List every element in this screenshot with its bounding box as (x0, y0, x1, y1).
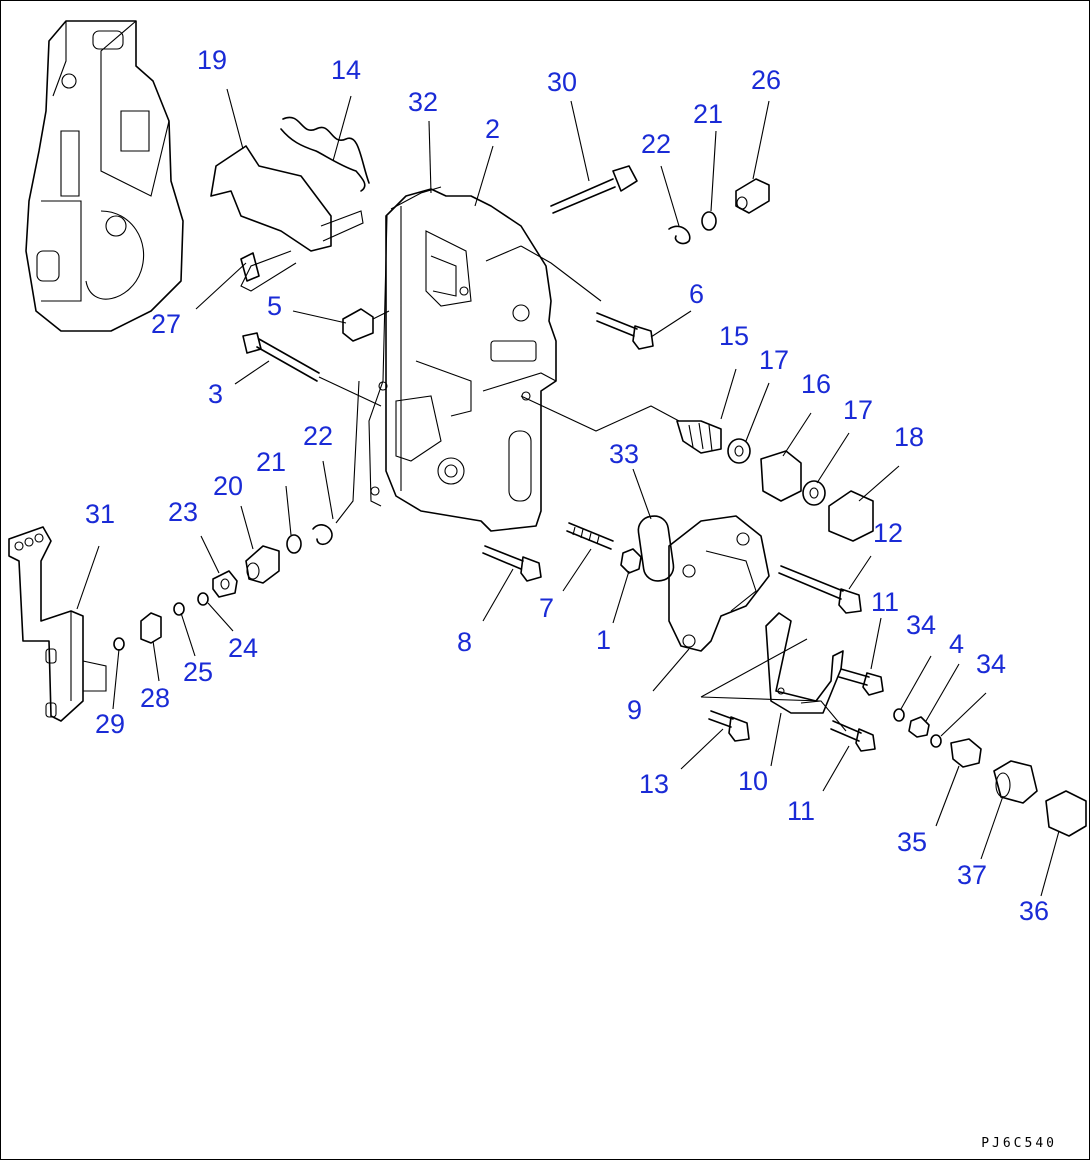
lever-31 (8, 526, 107, 722)
callout-25: 25 (183, 657, 214, 687)
washer-25 (173, 602, 185, 616)
callout-22-top: 22 (641, 129, 672, 159)
nut-1 (620, 548, 642, 574)
washer-34-a (893, 708, 905, 722)
callout-29: 29 (95, 709, 126, 739)
bracket-9 (668, 515, 770, 652)
spring-14 (280, 116, 370, 192)
washer-17-b-hole (809, 487, 819, 499)
callout-15: 15 (719, 321, 750, 351)
nut-16 (760, 450, 802, 502)
bolt-3 (242, 332, 382, 407)
fitting-35 (950, 738, 982, 768)
callout-35: 35 (897, 827, 928, 857)
bolt-12 (778, 565, 862, 614)
nut-23 (212, 570, 238, 598)
snap-ring-22-left (312, 524, 333, 546)
callout-27: 27 (151, 309, 182, 339)
lever-19 (210, 145, 364, 292)
adjusting-screw-15 (676, 420, 722, 454)
callout-33: 33 (609, 439, 640, 469)
drawing-code: PJ6C540 (981, 1136, 1057, 1151)
callout-19: 19 (197, 45, 228, 75)
bolt-11-lower (830, 720, 876, 752)
bolt-30 (550, 165, 638, 214)
callout-17-a: 17 (759, 345, 790, 375)
plate-10 (765, 612, 844, 714)
callout-4: 4 (949, 629, 965, 659)
washer-34-b (930, 734, 942, 748)
bolt-5 (342, 308, 390, 342)
callout-21-left: 21 (256, 447, 287, 477)
callout-22-left: 22 (303, 421, 334, 451)
callout-17-b: 17 (843, 395, 874, 425)
governor-housing (25, 20, 184, 332)
callout-5: 5 (267, 291, 283, 321)
callout-7: 7 (539, 593, 555, 623)
washer-24 (197, 592, 209, 606)
callout-30: 30 (547, 67, 578, 97)
callout-24: 24 (228, 633, 259, 663)
callout-9: 9 (627, 695, 643, 725)
snap-ring-22-top (668, 225, 691, 245)
callout-11-upper: 11 (871, 587, 900, 617)
callout-36: 36 (1019, 896, 1050, 926)
callout-28: 28 (140, 683, 171, 713)
o-ring-33 (637, 515, 675, 582)
callout-34-a: 34 (906, 610, 937, 640)
pin-27 (240, 252, 260, 282)
nut-4 (908, 716, 930, 738)
callout-12: 12 (873, 518, 904, 548)
gasket-32 (368, 186, 442, 507)
callout-2: 2 (485, 114, 501, 144)
callout-20: 20 (213, 471, 244, 501)
washer-29 (113, 637, 125, 651)
washer-17-a-hole (734, 445, 744, 457)
callout-6: 6 (689, 279, 705, 309)
bolt-8 (482, 545, 542, 582)
callout-14: 14 (331, 55, 362, 85)
callout-21-top: 21 (693, 99, 724, 129)
stud-7 (566, 522, 614, 550)
bolt-13 (708, 710, 750, 742)
callout-32: 32 (408, 87, 439, 117)
callout-23: 23 (168, 497, 199, 527)
callout-26: 26 (751, 65, 782, 95)
plug-26 (735, 178, 770, 214)
washer-17-b (802, 480, 826, 506)
callout-8: 8 (457, 627, 473, 657)
cap-36 (1045, 790, 1087, 837)
o-ring-21-left (286, 534, 302, 554)
washer-17-a (727, 438, 751, 464)
plug-20 (245, 545, 280, 584)
o-ring-21-top (701, 211, 717, 231)
callout-3: 3 (208, 379, 224, 409)
collar-28 (140, 612, 162, 644)
bolt-6 (596, 312, 654, 350)
cap-37 (993, 760, 1038, 804)
leader-lines (76, 88, 1060, 897)
bolt-11-upper (838, 668, 884, 696)
callout-1: 1 (596, 625, 612, 655)
callout-13: 13 (639, 769, 670, 799)
callout-16: 16 (801, 369, 832, 399)
callout-34-b: 34 (976, 649, 1007, 679)
callout-11-lower: 11 (787, 796, 816, 826)
callout-18: 18 (894, 422, 925, 452)
callout-37: 37 (957, 860, 988, 890)
cap-nut-18 (828, 490, 874, 542)
callout-10: 10 (738, 766, 769, 796)
callout-31: 31 (85, 499, 116, 529)
governor-cover-2 (370, 188, 557, 532)
